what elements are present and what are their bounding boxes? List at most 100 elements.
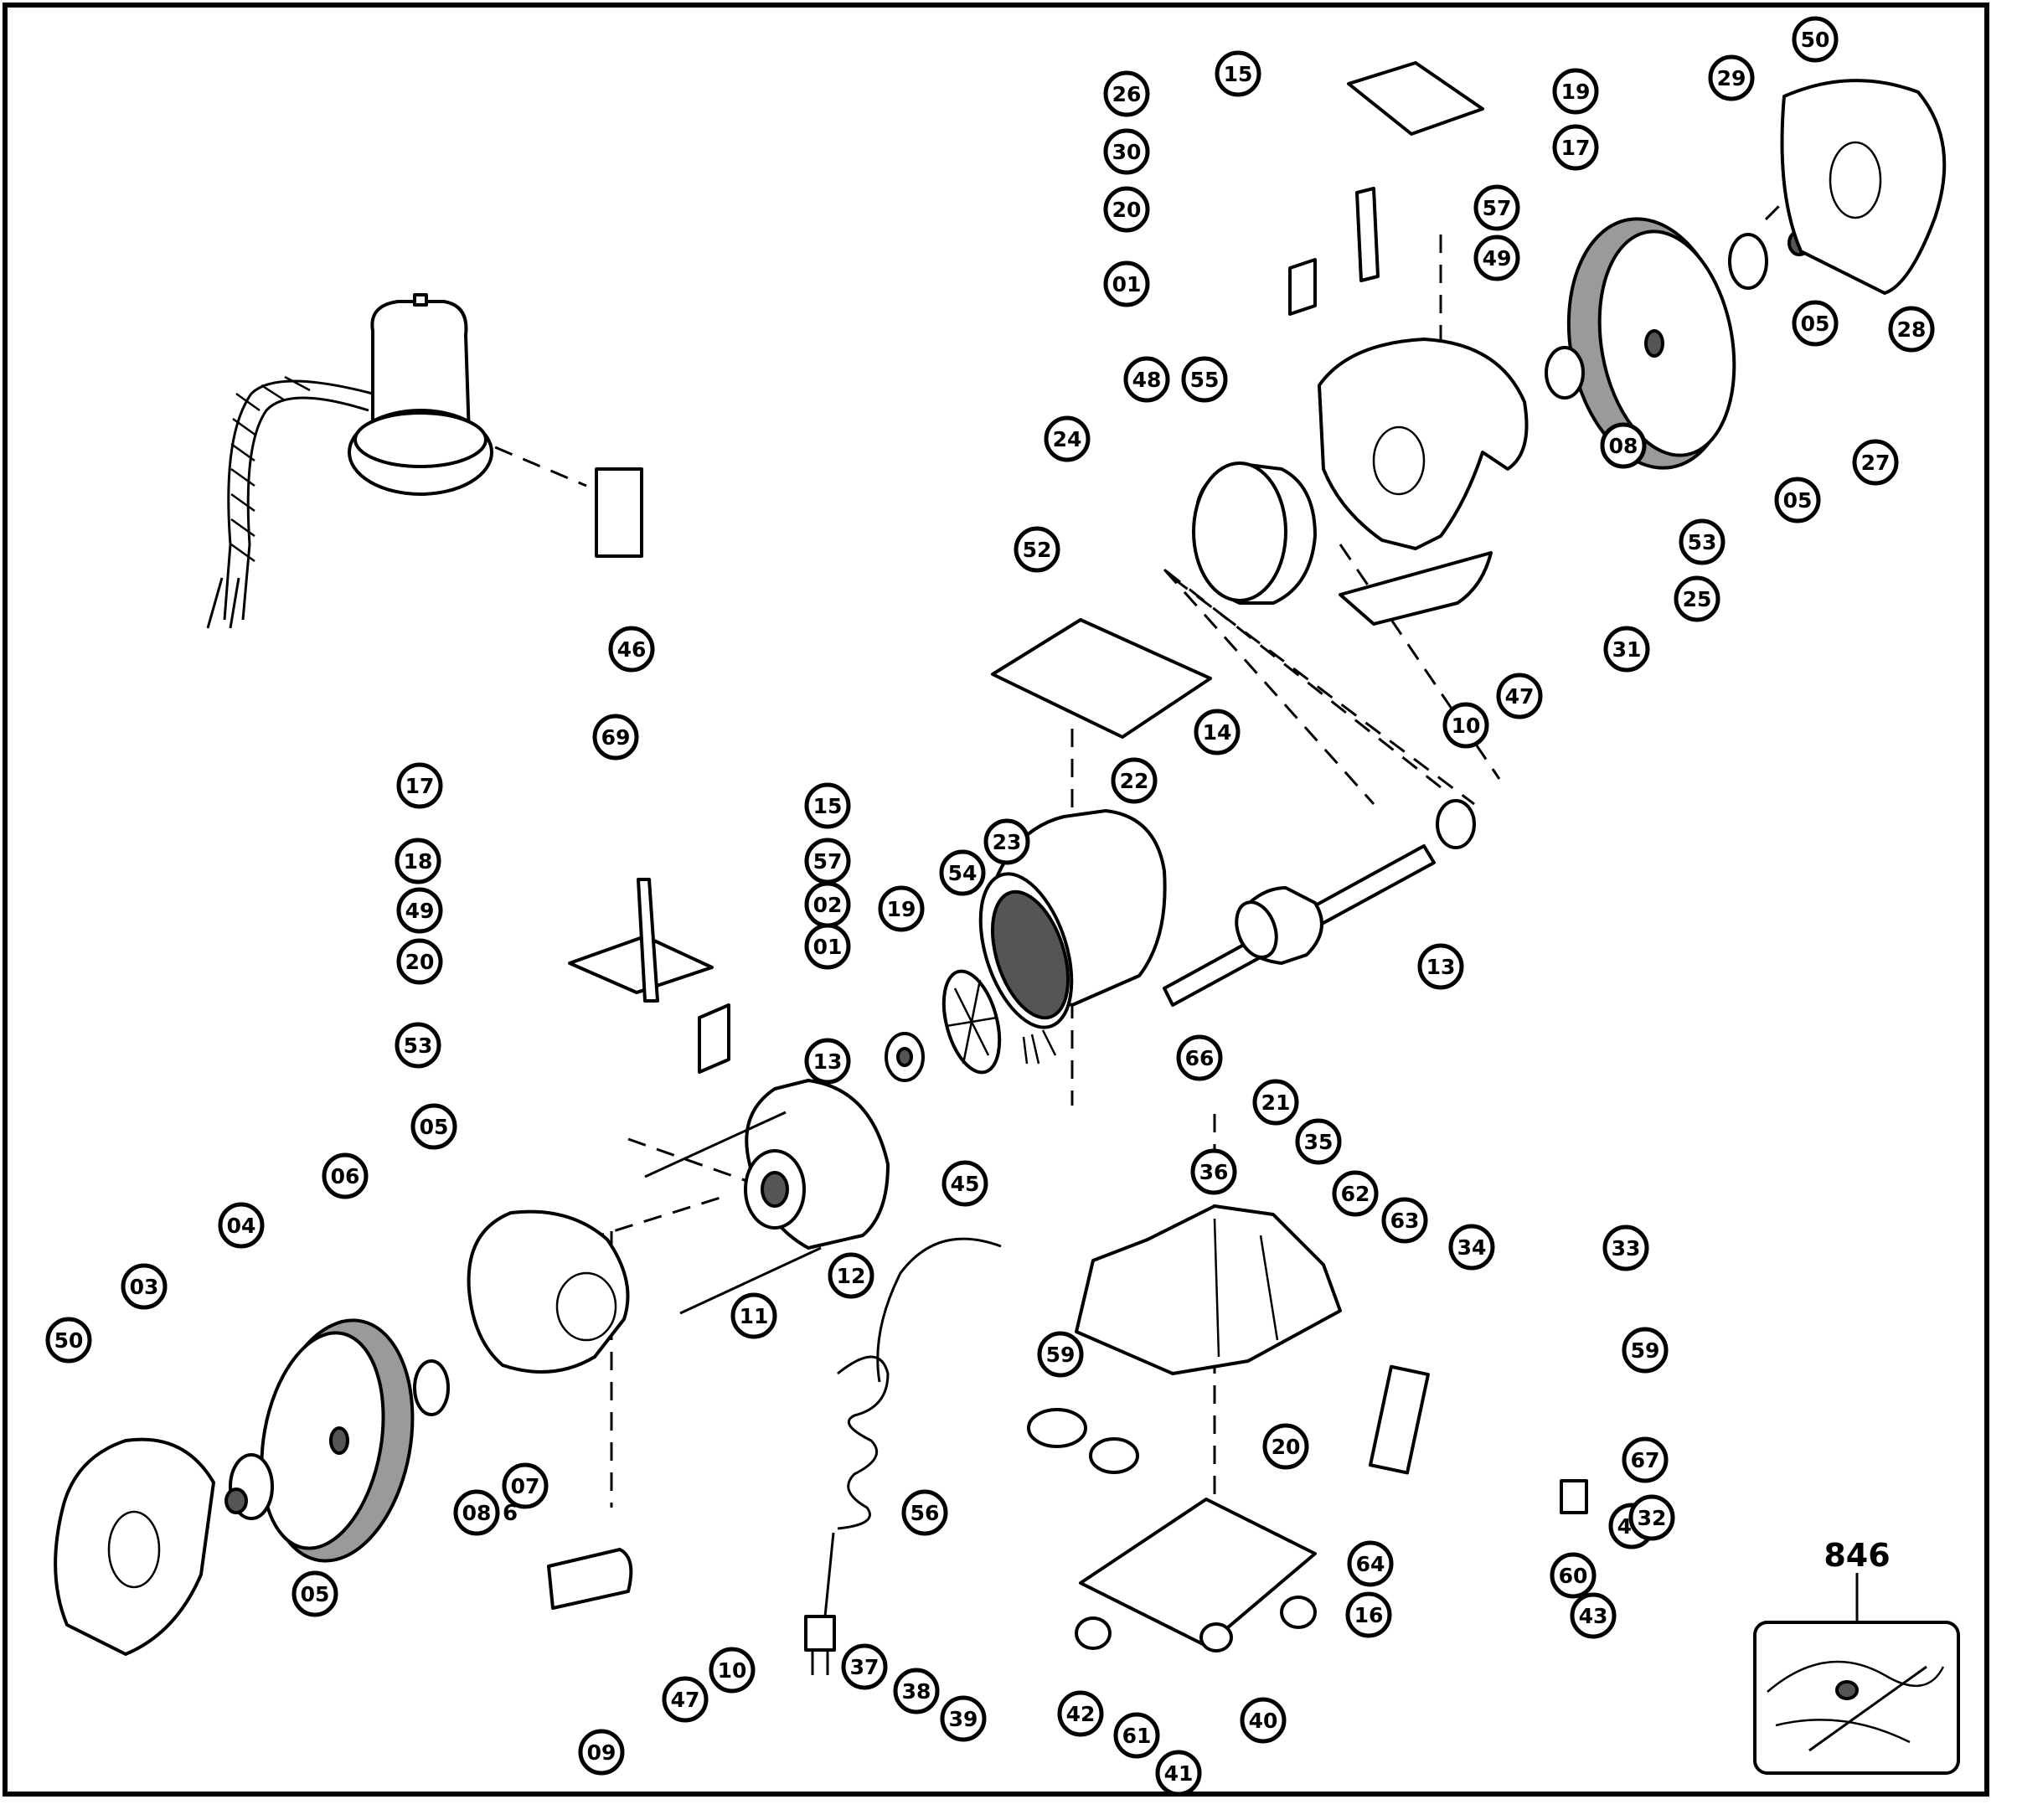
callout-number: 05 [1783, 488, 1813, 513]
callout-61: 61 [1113, 1712, 1160, 1759]
callout-number: 52 [1023, 538, 1052, 562]
foot-part-3 [1199, 1622, 1233, 1652]
callout-circle [395, 838, 441, 884]
callout-07: 07 [502, 1462, 549, 1509]
callout-54: 54 [939, 849, 986, 896]
power-cord-part [804, 1237, 1002, 1675]
callout-59: 59 [1622, 1327, 1669, 1374]
callout-circle [939, 849, 986, 896]
callout-circle [1679, 518, 1726, 565]
callout-circle [592, 714, 639, 760]
callout-circle [1190, 1148, 1237, 1195]
callout-number: 19 [887, 897, 916, 921]
callout-number: 33 [1612, 1236, 1641, 1261]
callout-number: 40 [1249, 1709, 1278, 1733]
callout-circle [396, 938, 443, 985]
right-grinding-wheel-part [1566, 217, 1736, 470]
callout-number: 49 [405, 899, 435, 923]
callout-28: 28 [1888, 306, 1935, 353]
callout-circle [396, 762, 443, 809]
callout-circle [1347, 1540, 1394, 1587]
callout-number: 35 [1304, 1130, 1333, 1154]
callout-05: 05 [291, 1570, 338, 1617]
callout-05: 05 [410, 1103, 457, 1150]
callout-46: 46 [608, 626, 655, 673]
callout-34: 34 [1448, 1224, 1495, 1271]
callout-number: 13 [813, 1049, 843, 1074]
accessory-kit-box: 846 [1753, 1537, 1960, 1775]
callout-27: 27 [1852, 439, 1899, 486]
callout-number: 10 [1452, 714, 1481, 738]
callout-63: 63 [1381, 1197, 1428, 1244]
armature-shaft-part [1163, 844, 1436, 1007]
callout-circle [1181, 356, 1228, 403]
callout-50: 50 [1792, 16, 1839, 63]
callout-number: 21 [1261, 1090, 1291, 1115]
callout-circle [1473, 184, 1520, 231]
callout-13: 13 [1417, 943, 1464, 990]
callout-number: 64 [1356, 1552, 1385, 1576]
callout-number: 59 [1046, 1343, 1076, 1367]
callout-number: 02 [813, 893, 843, 917]
callout-circle [828, 1252, 874, 1299]
motor-housing-part [978, 809, 1167, 1065]
callout-17: 17 [396, 762, 443, 809]
callout-circle [121, 1263, 168, 1310]
callout-circle [1622, 1436, 1669, 1483]
callout-30: 30 [1103, 128, 1150, 175]
callout-number: 42 [1066, 1702, 1096, 1726]
callout-number: 50 [1801, 28, 1830, 52]
callout-number: 16 [1354, 1603, 1384, 1627]
callout-number: 59 [1631, 1338, 1660, 1363]
callout-circle [1345, 1591, 1392, 1638]
callout-circle [841, 1643, 888, 1690]
bearing-part-right [1436, 799, 1476, 849]
left-grinding-wheel-part [260, 1318, 415, 1563]
callout-circle [1123, 356, 1170, 403]
callout-circle [1708, 54, 1755, 101]
callout-number: 22 [1120, 769, 1149, 793]
callout-number: 62 [1341, 1182, 1370, 1206]
callout-40: 40 [1240, 1697, 1287, 1744]
callout-number: 25 [1683, 587, 1712, 611]
callout-number: 09 [587, 1740, 616, 1765]
callout-number: 20 [1112, 198, 1142, 222]
callout-circle [983, 818, 1030, 865]
callout-number: 05 [1801, 312, 1830, 336]
callout-64: 64 [1347, 1540, 1394, 1587]
callout-circle [804, 923, 851, 970]
left-wheel-guard-part [467, 1209, 630, 1374]
callout-circle [1103, 70, 1150, 117]
right-eye-shield-bracket-part [1288, 61, 1484, 316]
callout-circle [1852, 439, 1899, 486]
callout-number: 50 [54, 1328, 84, 1353]
callout-42: 42 [1057, 1690, 1104, 1737]
callout-circle [1552, 124, 1599, 171]
callout-number: 67 [1631, 1448, 1660, 1472]
callout-23: 23 [983, 818, 1030, 865]
callout-circle [1550, 1552, 1597, 1599]
callout-circle [1262, 1423, 1309, 1470]
callout-10: 10 [1442, 702, 1489, 749]
callout-50: 50 [45, 1317, 92, 1364]
callout-37: 37 [841, 1643, 888, 1690]
callout-08: 08 [1600, 422, 1647, 469]
motor-label-part [991, 618, 1212, 739]
callout-number: 56 [910, 1501, 940, 1525]
callout-39: 39 [940, 1695, 987, 1742]
callout-number: 08 [1609, 434, 1638, 458]
callout-number: 05 [420, 1115, 449, 1139]
callout-circle [291, 1570, 338, 1617]
callout-20: 20 [396, 938, 443, 985]
callout-circle [1103, 128, 1150, 175]
callout-number: 13 [1426, 955, 1456, 979]
callout-number: 08 [462, 1501, 492, 1525]
callout-12: 12 [828, 1252, 874, 1299]
callout-20: 20 [1103, 186, 1150, 233]
callout-number: 06 [331, 1164, 360, 1188]
callout-circle [1057, 1690, 1104, 1737]
callout-17: 17 [1552, 124, 1599, 171]
callout-62: 62 [1332, 1170, 1379, 1217]
callout-01: 01 [1103, 260, 1150, 307]
